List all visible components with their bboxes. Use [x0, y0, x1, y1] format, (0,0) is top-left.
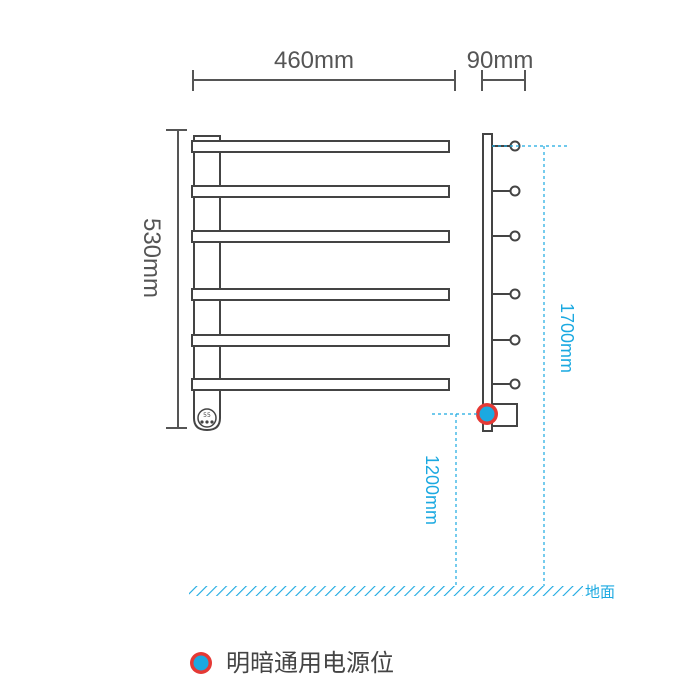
- side-post: [482, 133, 493, 432]
- rack-bar: [191, 288, 450, 301]
- power-height-label: 1200mm: [422, 455, 442, 525]
- width-label: 460mm: [274, 47, 354, 74]
- ground: 地面: [189, 583, 615, 601]
- width-dimension: 460mm: [192, 47, 456, 91]
- bar-stub: [492, 334, 521, 346]
- front-post: [193, 135, 221, 432]
- bar-stub: [492, 230, 521, 242]
- ground-label: 地面: [585, 583, 615, 601]
- control-box-label: 55: [203, 412, 211, 419]
- bar-stub: [492, 378, 521, 390]
- height-dimension: 530mm: [138, 129, 187, 429]
- height-label: 530mm: [138, 218, 165, 298]
- top-height-label: 1700mm: [557, 303, 577, 373]
- front-view: 55: [191, 135, 450, 432]
- rack-bar: [191, 378, 450, 391]
- side-view: [476, 133, 521, 432]
- bar-stub: [492, 288, 521, 300]
- height-guides: [432, 145, 568, 586]
- rack-bar: [191, 334, 450, 347]
- legend-label: 明暗通用电源位: [226, 649, 394, 677]
- legend-marker-dot: [193, 655, 209, 671]
- rack-bar: [191, 140, 450, 153]
- depth-label: 90mm: [467, 47, 534, 74]
- power-marker-dot: [479, 406, 495, 422]
- depth-dimension: 90mm: [467, 47, 534, 91]
- control-box: 55: [197, 408, 217, 428]
- rack-bar: [191, 230, 450, 243]
- legend: 明暗通用电源位: [190, 649, 394, 677]
- ground-hatch: [189, 586, 583, 596]
- rack-bar: [191, 185, 450, 198]
- bar-stub: [492, 185, 521, 197]
